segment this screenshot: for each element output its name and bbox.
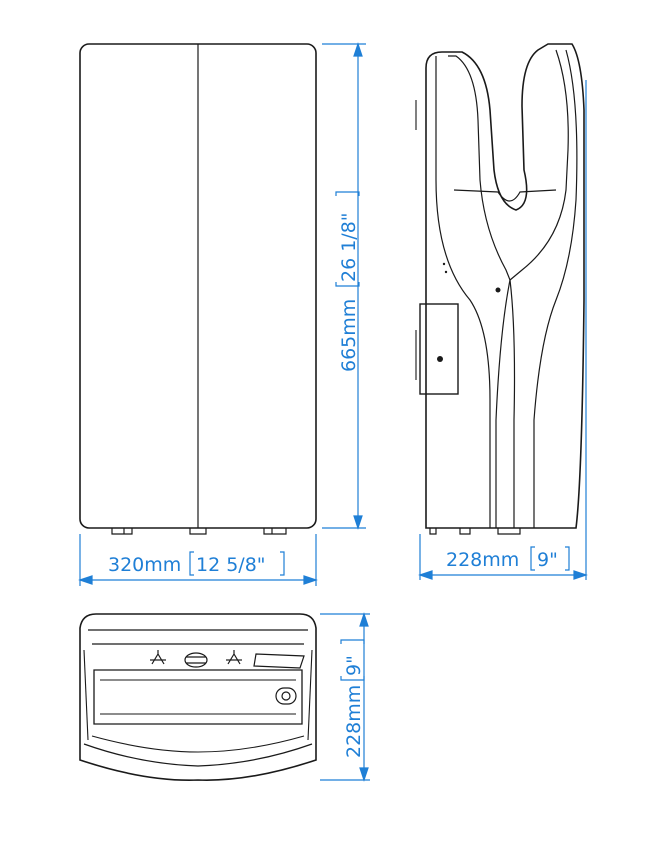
side-slot-left: [448, 55, 511, 281]
side-back-panel: [435, 56, 491, 528]
side-view: [415, 43, 585, 535]
top-side-right: [307, 649, 313, 741]
top-vent: [184, 652, 208, 668]
front-feet: [111, 528, 287, 535]
front-height-imperial: 26 1/8": [338, 212, 360, 282]
side-slot-join: [453, 189, 557, 202]
side-front-curve: [533, 49, 578, 528]
side-depth-metric: 228mm: [446, 549, 519, 571]
top-hand-icon-left: [150, 650, 166, 665]
side-body-outline: [425, 43, 585, 529]
side-sensor-dot: [437, 356, 443, 362]
side-slot-right: [509, 49, 569, 281]
top-side-left: [83, 649, 89, 741]
front-height-dimension: [322, 42, 366, 530]
top-sensor: [275, 687, 297, 705]
front-width-metric: 320mm: [108, 554, 181, 576]
front-view: [79, 43, 317, 535]
side-depth-imperial: 9": [537, 549, 558, 571]
front-width-imperial: 12 5/8": [196, 554, 266, 576]
top-hand-opening-inner: [100, 679, 296, 715]
front-height-metric: 665mm: [338, 299, 360, 372]
side-screw-dot: [495, 287, 501, 293]
side-depth-dimension: [418, 80, 588, 580]
top-view: [79, 613, 317, 781]
top-depth-imperial: 9": [343, 655, 365, 676]
side-feet: [429, 528, 521, 535]
top-hand-icon-right: [226, 650, 242, 665]
side-center-line-2: [509, 279, 516, 528]
top-inner-front: [83, 743, 313, 767]
top-rim: [88, 629, 308, 645]
side-indicator-dot: [442, 262, 446, 266]
top-slanted-strip: [253, 653, 305, 669]
top-hand-opening: [93, 669, 303, 725]
top-depth-metric: 228mm: [343, 685, 365, 758]
side-center-line: [495, 279, 511, 528]
top-depth-dimension: [320, 612, 370, 782]
side-control-panel: [419, 303, 459, 395]
top-body-outline: [79, 613, 317, 781]
top-inner-front-2: [91, 735, 305, 753]
side-indicator-dot-2: [444, 270, 448, 274]
front-width-dimension: [78, 534, 318, 586]
